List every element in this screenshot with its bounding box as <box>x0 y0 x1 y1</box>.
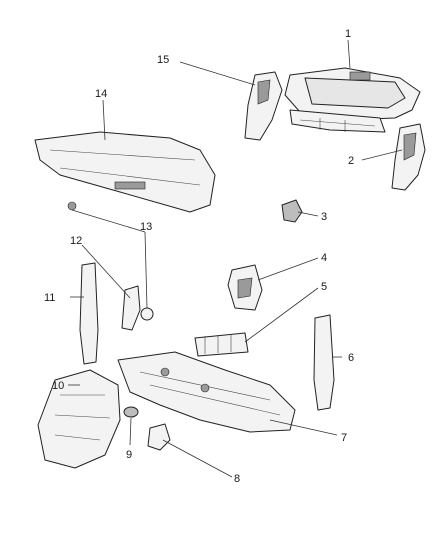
part-5-pad <box>194 332 249 357</box>
callout-2: 2 <box>348 155 354 167</box>
part-1-rear-shelf <box>284 67 421 133</box>
callout-6: 6 <box>348 352 354 364</box>
callout-1: 1 <box>345 28 351 40</box>
callout-7: 7 <box>341 432 347 444</box>
callout-12: 12 <box>70 235 82 247</box>
part-15-side-trim <box>244 71 283 141</box>
callout-5: 5 <box>321 281 327 293</box>
part-4-bracket <box>227 264 263 311</box>
part-14-lid-liner <box>34 131 216 213</box>
callout-3: 3 <box>321 211 327 223</box>
callout-9: 9 <box>126 449 132 461</box>
callout-13: 13 <box>140 221 152 233</box>
callout-10: 10 <box>52 380 64 392</box>
part-2-side-trim <box>391 123 426 191</box>
callout-labels: 1 15 14 2 3 12 13 4 5 11 6 10 7 9 8 <box>44 28 354 485</box>
callout-8: 8 <box>234 473 240 485</box>
part-7-dash-silencer <box>117 351 296 433</box>
part-13-plug <box>140 307 154 321</box>
callout-15: 15 <box>157 54 169 66</box>
part-10-wheelhouse <box>37 369 121 469</box>
part-9-grommet <box>123 406 139 418</box>
part-12-bracket <box>121 285 141 331</box>
part-3-clip <box>281 199 303 223</box>
part-11-silencer <box>79 262 99 365</box>
callout-11: 11 <box>44 292 55 304</box>
callout-4: 4 <box>321 252 327 264</box>
callout-14: 14 <box>95 88 107 100</box>
leader-lines <box>68 39 403 478</box>
part-8-patch <box>147 423 171 451</box>
part-6-silencer <box>313 314 335 411</box>
